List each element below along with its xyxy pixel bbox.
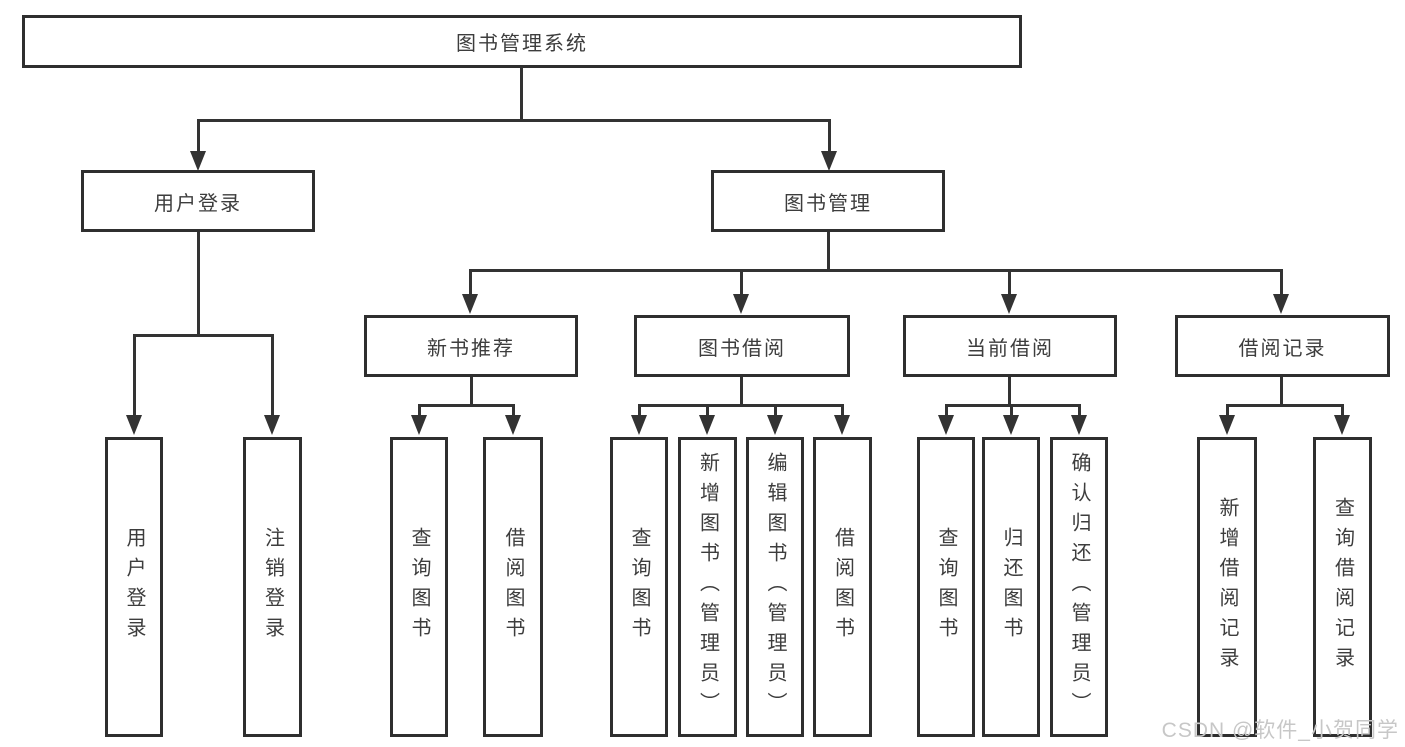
leaf-recommend-query-books-label: 查询图书 bbox=[408, 527, 430, 647]
leaf-borrow-query-books-label: 查询图书 bbox=[628, 527, 650, 647]
connector-currentborrow-drop-1 bbox=[945, 404, 948, 417]
arrowhead-bookborrow-leaf-2 bbox=[699, 415, 715, 435]
leaf-recommend-borrow-books-label: 借阅图书 bbox=[502, 527, 524, 647]
leaf-borrow-borrow-books: 借阅图书 bbox=[813, 437, 872, 737]
leaf-recommend-query-books: 查询图书 bbox=[390, 437, 448, 737]
connector-userlogin-drop-1 bbox=[133, 334, 136, 416]
connector-root-bar bbox=[197, 119, 831, 122]
connector-bookmgmt-stem bbox=[827, 232, 830, 272]
node-book-mgmt: 图书管理 bbox=[711, 170, 945, 232]
connector-bookmgmt-drop-1 bbox=[469, 269, 472, 295]
arrowhead-to-new-books bbox=[462, 294, 478, 314]
node-book-borrow: 图书借阅 bbox=[634, 315, 850, 377]
connector-newbooks-bar bbox=[418, 404, 515, 407]
node-new-books: 新书推荐 bbox=[364, 315, 578, 377]
node-borrow-records-label: 借阅记录 bbox=[1238, 337, 1327, 360]
arrowhead-currentborrow-leaf-2 bbox=[1003, 415, 1019, 435]
connector-bookborrow-drop-1 bbox=[638, 404, 641, 417]
leaf-current-return-books: 归还图书 bbox=[982, 437, 1040, 737]
leaf-borrow-edit-books-admin: 编辑图书（管理员） bbox=[746, 437, 804, 737]
connector-root-drop-right bbox=[828, 119, 831, 154]
leaf-logout: 注销登录 bbox=[243, 437, 302, 737]
arrowhead-to-leaf-logout bbox=[264, 415, 280, 435]
node-new-books-label: 新书推荐 bbox=[427, 337, 515, 360]
connector-newbooks-stem bbox=[470, 377, 473, 407]
node-book-mgmt-label: 图书管理 bbox=[784, 192, 872, 215]
node-book-borrow-label: 图书借阅 bbox=[698, 337, 786, 360]
connector-userlogin-bar bbox=[133, 334, 274, 337]
leaf-records-add-record: 新增借阅记录 bbox=[1197, 437, 1257, 737]
node-current-borrow-label: 当前借阅 bbox=[966, 337, 1054, 360]
leaf-current-query-books: 查询图书 bbox=[917, 437, 975, 737]
connector-newbooks-drop-2 bbox=[512, 404, 515, 417]
arrowhead-records-leaf-1 bbox=[1219, 415, 1235, 435]
leaf-records-add-record-label: 新增借阅记录 bbox=[1216, 497, 1238, 677]
arrowhead-currentborrow-leaf-1 bbox=[938, 415, 954, 435]
arrowhead-to-book-borrow bbox=[733, 294, 749, 314]
connector-bookborrow-drop-2 bbox=[706, 404, 709, 417]
connector-bookborrow-bar bbox=[638, 404, 844, 407]
node-current-borrow: 当前借阅 bbox=[903, 315, 1117, 377]
arrowhead-bookborrow-leaf-4 bbox=[834, 415, 850, 435]
connector-records-bar bbox=[1226, 404, 1344, 407]
leaf-records-query-record: 查询借阅记录 bbox=[1313, 437, 1372, 737]
arrowhead-records-leaf-2 bbox=[1334, 415, 1350, 435]
connector-currentborrow-drop-2 bbox=[1010, 404, 1013, 417]
arrowhead-to-current-borrow bbox=[1001, 294, 1017, 314]
arrowhead-to-user-login bbox=[190, 151, 206, 171]
connector-userlogin-stem bbox=[197, 232, 200, 336]
connector-records-drop-2 bbox=[1341, 404, 1344, 417]
connector-records-stem bbox=[1280, 377, 1283, 407]
arrowhead-newbooks-leaf-1 bbox=[411, 415, 427, 435]
leaf-user-login-label: 用户登录 bbox=[123, 527, 145, 647]
leaf-current-confirm-return-admin: 确认归还（管理员） bbox=[1050, 437, 1108, 737]
connector-userlogin-drop-2 bbox=[271, 334, 274, 416]
connector-bookborrow-stem bbox=[740, 377, 743, 407]
leaf-records-query-record-label: 查询借阅记录 bbox=[1331, 497, 1354, 677]
connector-records-drop-1 bbox=[1226, 404, 1229, 417]
node-root: 图书管理系统 bbox=[22, 15, 1022, 68]
csdn-watermark: CSDN @软件_小贺同学 bbox=[1161, 719, 1399, 742]
node-borrow-records: 借阅记录 bbox=[1175, 315, 1390, 377]
node-user-login-label: 用户登录 bbox=[154, 192, 242, 215]
node-user-login: 用户登录 bbox=[81, 170, 315, 232]
leaf-borrow-add-books-admin: 新增图书（管理员） bbox=[678, 437, 737, 737]
arrowhead-to-book-mgmt bbox=[821, 151, 837, 171]
arrowhead-newbooks-leaf-2 bbox=[505, 415, 521, 435]
connector-bookmgmt-drop-3 bbox=[1008, 269, 1011, 295]
arrowhead-to-borrow-records bbox=[1273, 294, 1289, 314]
leaf-logout-label: 注销登录 bbox=[261, 527, 284, 647]
leaf-borrow-edit-books-admin-label: 编辑图书（管理员） bbox=[764, 452, 786, 722]
connector-currentborrow-stem bbox=[1008, 377, 1011, 407]
leaf-borrow-add-books-admin-label: 新增图书（管理员） bbox=[696, 452, 719, 722]
arrowhead-bookborrow-leaf-1 bbox=[631, 415, 647, 435]
arrowhead-to-leaf-login bbox=[126, 415, 142, 435]
connector-root-stem bbox=[520, 67, 523, 121]
connector-bookmgmt-drop-4 bbox=[1280, 269, 1283, 295]
connector-bookmgmt-bar bbox=[469, 269, 1283, 272]
leaf-current-return-books-label: 归还图书 bbox=[1000, 527, 1022, 647]
connector-root-drop-left bbox=[197, 119, 200, 154]
connector-bookborrow-drop-4 bbox=[841, 404, 844, 417]
leaf-borrow-borrow-books-label: 借阅图书 bbox=[831, 527, 854, 647]
arrowhead-bookborrow-leaf-3 bbox=[767, 415, 783, 435]
leaf-current-query-books-label: 查询图书 bbox=[935, 527, 957, 647]
connector-bookborrow-drop-3 bbox=[774, 404, 777, 417]
connector-currentborrow-bar bbox=[945, 404, 1081, 407]
connector-currentborrow-drop-3 bbox=[1078, 404, 1081, 417]
leaf-current-confirm-return-admin-label: 确认归还（管理员） bbox=[1068, 452, 1090, 722]
connector-bookmgmt-drop-2 bbox=[740, 269, 743, 295]
arrowhead-currentborrow-leaf-3 bbox=[1071, 415, 1087, 435]
leaf-borrow-query-books: 查询图书 bbox=[610, 437, 668, 737]
node-root-label: 图书管理系统 bbox=[456, 33, 588, 55]
leaf-user-login: 用户登录 bbox=[105, 437, 163, 737]
leaf-recommend-borrow-books: 借阅图书 bbox=[483, 437, 543, 737]
connector-newbooks-drop-1 bbox=[418, 404, 421, 417]
